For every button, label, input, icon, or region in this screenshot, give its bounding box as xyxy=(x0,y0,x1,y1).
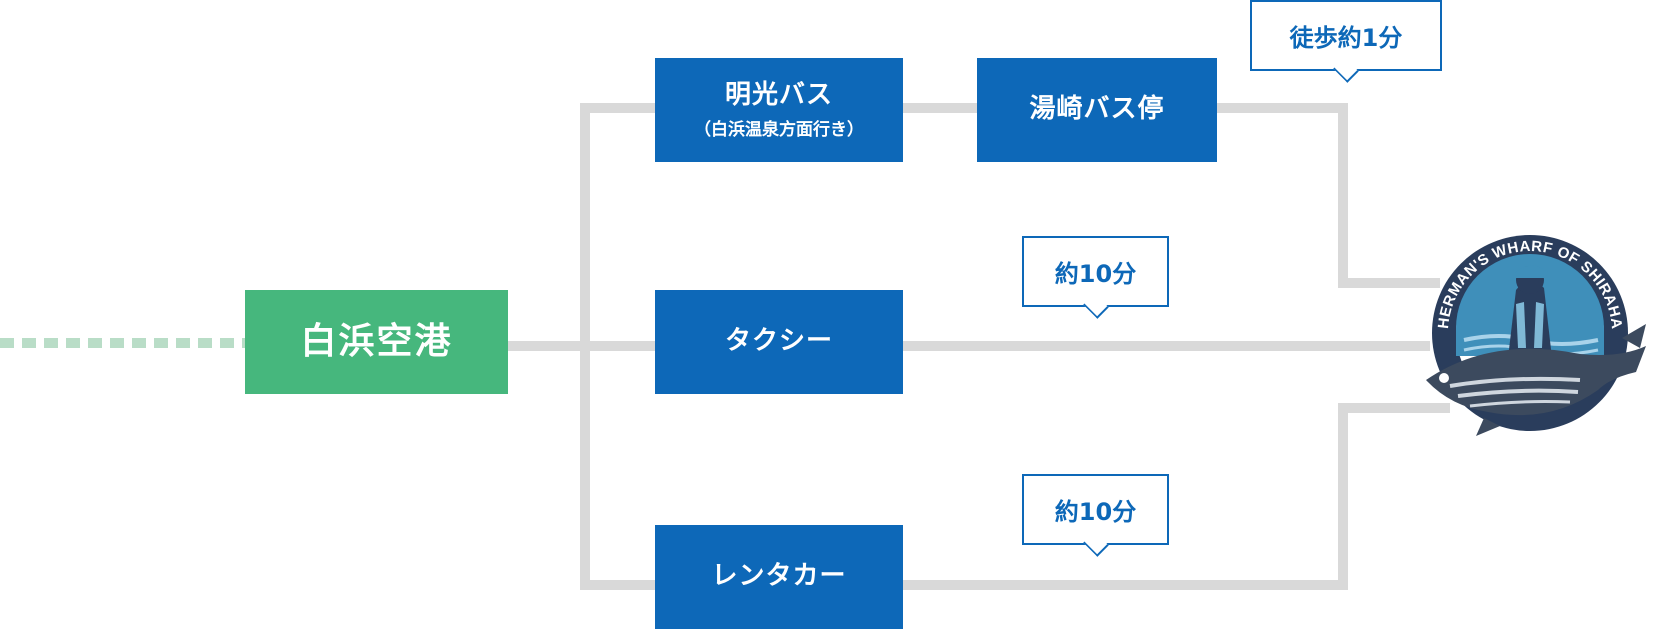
route-connectors xyxy=(508,103,1450,590)
route-bus-stop: 湯崎バス停 xyxy=(977,58,1217,162)
rental-duration-text: 約10分 xyxy=(1054,498,1137,526)
fishermans-wharf-logo: FISHERMAN'S WHARF OF SHIRAHAMA xyxy=(1410,228,1646,436)
route-bus: 明光バス （白浜温泉方面行き） xyxy=(655,58,903,162)
taxi-label: タクシー xyxy=(724,326,833,357)
route-taxi: タクシー xyxy=(655,290,903,394)
walk-duration-callout: 徒歩約1分 xyxy=(1250,0,1442,71)
bus-sublabel: （白浜温泉方面行き） xyxy=(694,120,864,141)
rental-duration-callout: 約10分 xyxy=(1022,474,1169,545)
walk-duration-text: 徒歩約1分 xyxy=(1289,24,1403,52)
origin-shirahama-airport: 白浜空港 xyxy=(245,290,508,394)
route-rental-car: レンタカー xyxy=(655,525,903,629)
rental-label: レンタカー xyxy=(711,561,847,592)
taxi-duration-callout: 約10分 xyxy=(1022,236,1169,307)
bus-label: 明光バス xyxy=(724,79,833,110)
taxi-duration-text: 約10分 xyxy=(1054,260,1137,288)
origin-label: 白浜空港 xyxy=(300,321,453,363)
bus-stop-label: 湯崎バス停 xyxy=(1029,94,1165,125)
